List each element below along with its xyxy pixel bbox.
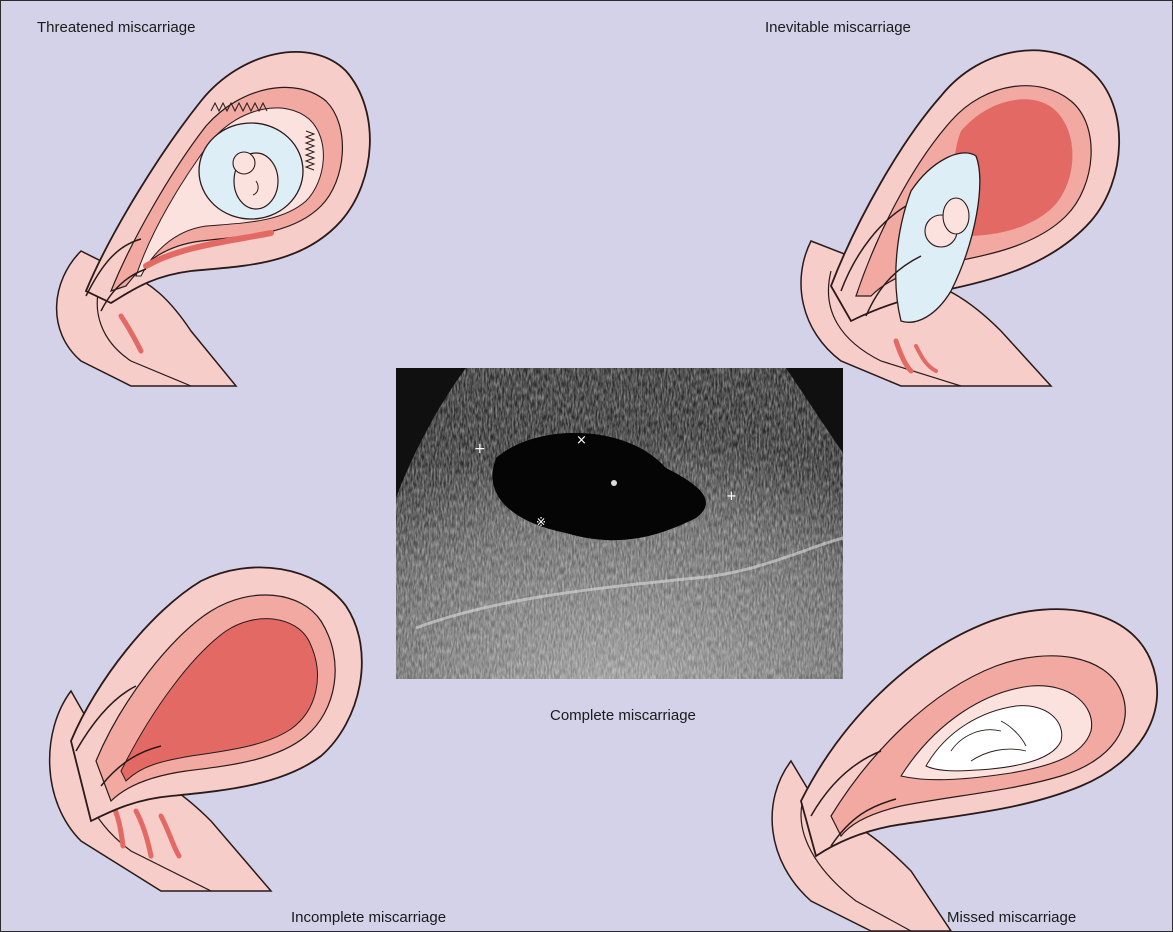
inevitable-miscarriage-illustration xyxy=(801,41,1141,386)
label-incomplete-miscarriage: Incomplete miscarriage xyxy=(291,909,446,926)
label-inevitable-miscarriage: Inevitable miscarriage xyxy=(765,19,911,36)
svg-text:※: ※ xyxy=(536,515,546,529)
incomplete-miscarriage-illustration xyxy=(41,571,381,901)
svg-text:+: + xyxy=(726,489,737,504)
svg-text:+: + xyxy=(474,441,486,457)
threatened-miscarriage-illustration xyxy=(41,41,381,386)
svg-text:×: × xyxy=(576,433,587,448)
label-complete-miscarriage: Complete miscarriage xyxy=(550,707,696,724)
label-threatened-miscarriage: Threatened miscarriage xyxy=(37,19,195,36)
ultrasound-image: + × + ※ xyxy=(396,368,843,679)
